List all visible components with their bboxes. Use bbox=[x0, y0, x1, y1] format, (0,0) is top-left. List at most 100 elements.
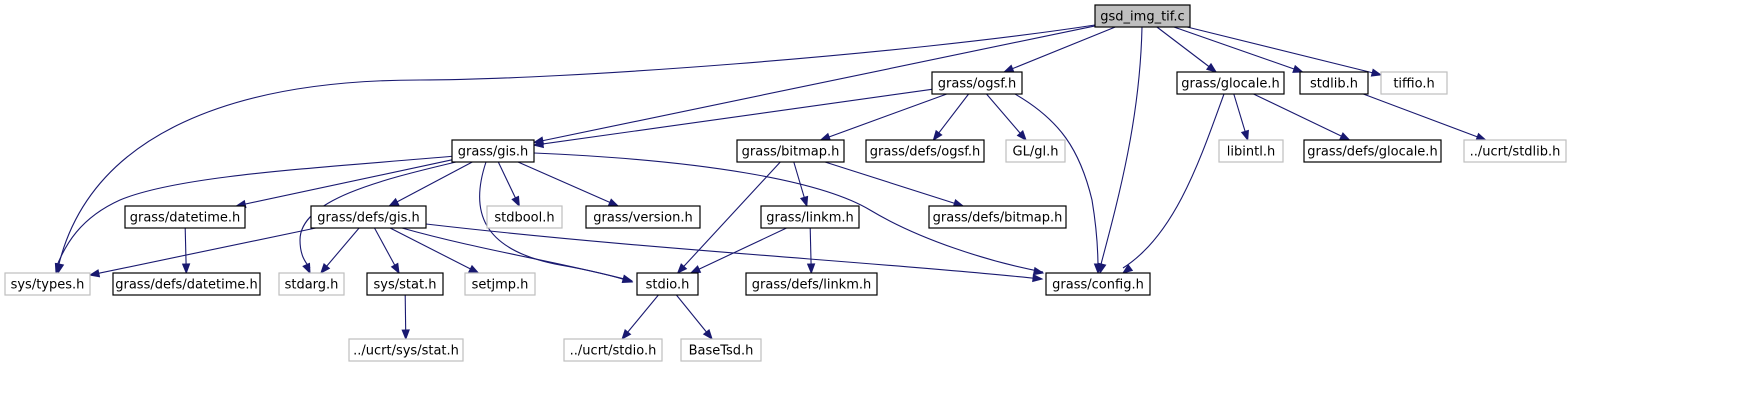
node-box bbox=[680, 338, 762, 362]
node-label: grass/defs/glocale.h bbox=[1307, 145, 1437, 160]
edge-ogsf_h-to-gis_h bbox=[532, 88, 933, 149]
arrowhead bbox=[1475, 132, 1487, 141]
node-defs-linkm-h[interactable]: grass/defs/linkm.h bbox=[745, 272, 878, 296]
node-label: grass/config.h bbox=[1052, 278, 1144, 293]
node-stdio-h[interactable]: stdio.h bbox=[636, 272, 699, 296]
node-ucrt-sys-stat-h: ../ucrt/sys/stat.h bbox=[348, 338, 464, 362]
node-datetime-h[interactable]: grass/datetime.h bbox=[124, 205, 246, 229]
node-box bbox=[1005, 139, 1066, 163]
node-glocale-h[interactable]: grass/glocale.h bbox=[1176, 71, 1285, 95]
node-box bbox=[1380, 71, 1448, 95]
node-label: grass/datetime.h bbox=[130, 211, 241, 226]
arrowhead bbox=[1032, 266, 1045, 276]
node-tiffio-h: tiffio.h bbox=[1380, 71, 1448, 95]
arrowhead bbox=[621, 274, 634, 283]
node-sys-types-h: sys/types.h bbox=[4, 272, 91, 296]
edge-defs_gis_h-to-setjmp_h bbox=[389, 227, 480, 274]
node-label: grass/linkm.h bbox=[766, 211, 854, 226]
edge-linkm_h-to-defs_linkm_h bbox=[806, 227, 816, 275]
arrowhead bbox=[390, 262, 400, 275]
node-box bbox=[464, 272, 536, 296]
arrowhead bbox=[511, 195, 520, 208]
node-label: grass/bitmap.h bbox=[742, 145, 840, 160]
edge-sys_stat_h-to-ucrt_sys_stat_h bbox=[401, 294, 410, 341]
edge-bitmap_h-to-defs_bitmap_h bbox=[824, 161, 965, 208]
node-label: stdio.h bbox=[646, 278, 690, 293]
node-defs-glocale-h[interactable]: grass/defs/glocale.h bbox=[1303, 139, 1442, 163]
node-bitmap-h[interactable]: grass/bitmap.h bbox=[736, 139, 845, 163]
node-box bbox=[928, 205, 1067, 229]
node-label: grass/defs/linkm.h bbox=[752, 278, 872, 293]
edge-stdlib_h-to-ucrt_stdlib_h bbox=[1363, 93, 1487, 141]
node-label: grass/ogsf.h bbox=[938, 77, 1016, 92]
node-ucrt-stdlib-h: ../ucrt/stdlib.h bbox=[1463, 139, 1567, 163]
node-box bbox=[1303, 139, 1442, 163]
node-box bbox=[931, 71, 1023, 95]
node-label: grass/gis.h bbox=[458, 145, 529, 160]
edge-ogsf_h-to-bitmap_h bbox=[819, 93, 947, 141]
node-label: gsd_img_tif.c bbox=[1100, 10, 1184, 25]
node-box bbox=[563, 338, 663, 362]
node-label: grass/version.h bbox=[593, 211, 692, 226]
node-defs-bitmap-h[interactable]: grass/defs/bitmap.h bbox=[928, 205, 1067, 229]
node-libintl-h: libintl.h bbox=[1218, 139, 1284, 163]
node-label: BaseTsd.h bbox=[689, 344, 754, 359]
node-defs-datetime-h[interactable]: grass/defs/datetime.h bbox=[112, 272, 261, 296]
edge-gis_h-to-sys_types_h bbox=[54, 155, 456, 275]
node-gl-h: GL/gl.h bbox=[1005, 139, 1066, 163]
node-box bbox=[124, 205, 246, 229]
arrowhead bbox=[621, 328, 632, 341]
node-ogsf-h[interactable]: grass/ogsf.h bbox=[931, 71, 1023, 95]
node-box bbox=[112, 272, 261, 296]
node-sys-stat-h[interactable]: sys/stat.h bbox=[366, 272, 444, 296]
node-defs-gis-h[interactable]: grass/defs/gis.h bbox=[310, 205, 427, 229]
arrowhead bbox=[799, 195, 809, 208]
node-config-h[interactable]: grass/config.h bbox=[1045, 272, 1151, 296]
node-label: sys/types.h bbox=[11, 278, 85, 293]
arrowhead bbox=[1339, 132, 1351, 141]
edge-defs_gis_h-to-stdio_h bbox=[401, 227, 634, 283]
edge-defs_gis_h-to-sys_stat_h bbox=[374, 227, 400, 275]
node-root[interactable]: gsd_img_tif.c bbox=[1094, 4, 1191, 28]
edge-gis_h-to-config_h bbox=[533, 152, 1045, 276]
arrowhead bbox=[702, 328, 713, 341]
arrowhead bbox=[1002, 64, 1015, 73]
node-stdarg-h: stdarg.h bbox=[278, 272, 345, 296]
arrowhead bbox=[676, 263, 688, 275]
node-version-h[interactable]: grass/version.h bbox=[585, 205, 701, 229]
node-label: ../ucrt/sys/stat.h bbox=[353, 344, 459, 359]
edge-glocale_h-to-defs_glocale_h bbox=[1253, 93, 1351, 141]
node-label: grass/defs/datetime.h bbox=[115, 278, 258, 293]
node-box bbox=[348, 338, 464, 362]
arrowhead bbox=[607, 198, 620, 207]
edge-stdio_h-to-ucrt_stdio_h bbox=[621, 294, 659, 341]
node-defs-ogsf-h[interactable]: grass/defs/ogsf.h bbox=[865, 139, 985, 163]
node-label: grass/defs/bitmap.h bbox=[933, 211, 1063, 226]
node-gis-h[interactable]: grass/gis.h bbox=[451, 139, 535, 163]
arrowhead bbox=[1292, 64, 1304, 73]
edge-glocale_h-to-config_h bbox=[1121, 93, 1225, 274]
edge-ogsf_h-to-defs_ogsf_h bbox=[932, 93, 970, 142]
node-box bbox=[1094, 4, 1191, 28]
arrowhead bbox=[320, 263, 331, 275]
node-label: grass/defs/ogsf.h bbox=[870, 145, 980, 160]
node-box bbox=[1045, 272, 1151, 296]
arrowhead bbox=[1093, 263, 1103, 275]
edge-gis_h-to-version_h bbox=[517, 161, 620, 207]
node-box bbox=[278, 272, 345, 296]
node-ucrt-stdio-h: ../ucrt/stdio.h bbox=[563, 338, 663, 362]
edge-ogsf_h-to-config_h bbox=[1014, 93, 1103, 275]
node-box bbox=[1463, 139, 1567, 163]
nodes-layer: gsd_img_tif.c grass/ogsf.h grass/glocale.h… bbox=[4, 4, 1567, 362]
edge-root-to-stdlib_h bbox=[1173, 26, 1304, 73]
node-box bbox=[865, 139, 985, 163]
node-label: sys/stat.h bbox=[374, 278, 437, 293]
arrowhead bbox=[1032, 273, 1044, 283]
node-stdlib-h[interactable]: stdlib.h bbox=[1299, 71, 1369, 95]
node-basetsd-h: BaseTsd.h bbox=[680, 338, 762, 362]
node-box bbox=[310, 205, 427, 229]
node-label: ../ucrt/stdio.h bbox=[570, 344, 657, 359]
node-linkm-h[interactable]: grass/linkm.h bbox=[760, 205, 860, 229]
edge-glocale_h-to-libintl_h bbox=[1233, 93, 1249, 142]
